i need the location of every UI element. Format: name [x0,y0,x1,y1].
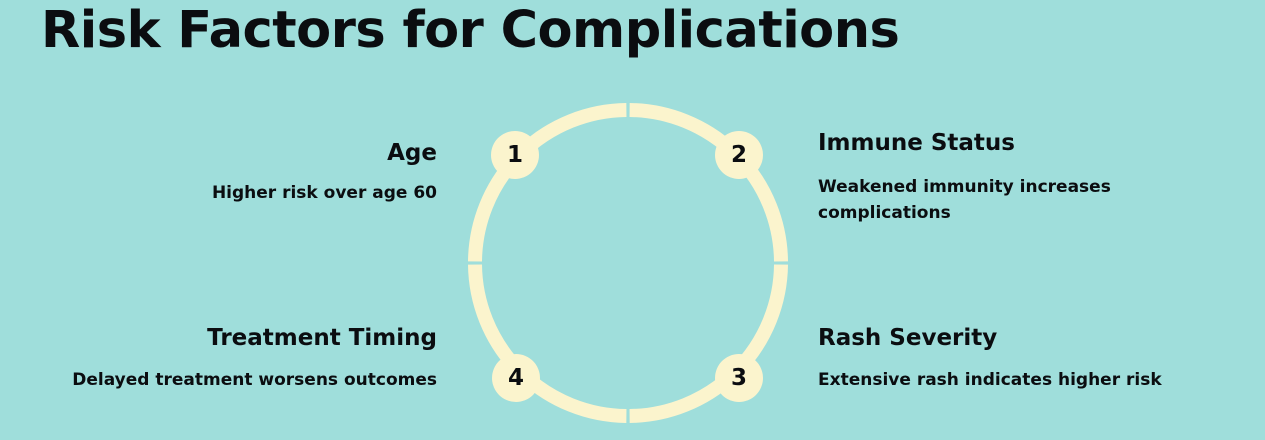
page-title: Risk Factors for Complications [41,1,900,60]
item-title-age: Age [387,140,437,166]
cycle-node-3[interactable]: 3 [715,354,763,402]
item-label-immune-status: Immune Status Weakened immunity increase… [818,130,1158,226]
cycle-node-3-number: 3 [730,365,747,391]
ring-segment-bottom-right [629,264,788,423]
cycle-node-1[interactable]: 1 [491,131,539,179]
ring-segment-top-right [629,103,788,262]
item-title-treatment-timing: Treatment Timing [207,325,437,351]
cycle-node-1-number: 1 [506,142,523,168]
item-label-rash-severity: Rash Severity Extensive rash indicates h… [818,325,1218,393]
item-title-immune-status: Immune Status [818,130,1015,156]
cycle-node-4[interactable]: 4 [492,354,540,402]
item-description-immune-status: Weakened immunity increases complication… [818,176,1111,223]
ring-segment-top-left [468,103,627,262]
cycle-node-4-number: 4 [507,365,524,391]
cycle-node-2[interactable]: 2 [715,131,763,179]
item-description-rash-severity: Extensive rash indicates higher risk [818,369,1162,390]
item-description-treatment-timing: Delayed treatment worsens outcomes [72,369,437,390]
item-description-age: Higher risk over age 60 [211,182,437,203]
cycle-node-2-number: 2 [730,142,747,168]
item-label-age: Age Higher risk over age 60 [107,140,437,206]
item-title-rash-severity: Rash Severity [818,325,998,351]
item-label-treatment-timing: Treatment Timing Delayed treatment worse… [47,325,437,393]
